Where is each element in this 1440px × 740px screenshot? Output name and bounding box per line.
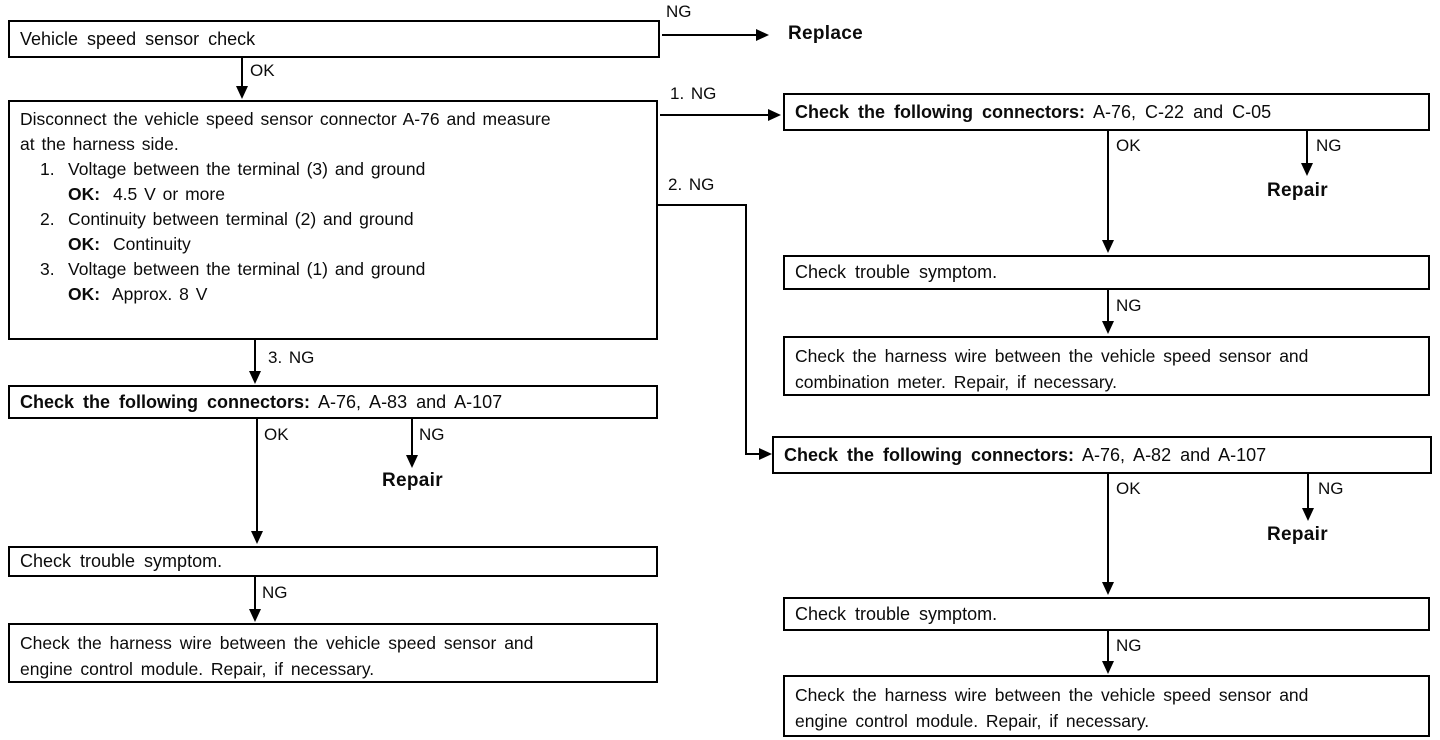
arrowhead-down-icon xyxy=(249,609,261,622)
label-ng: NG xyxy=(262,583,288,602)
label-3-ng: 3. NG xyxy=(268,348,315,367)
label-ng: NG xyxy=(1116,636,1142,655)
connector-line xyxy=(1107,131,1109,242)
connector-line xyxy=(1107,631,1109,663)
measure-item-3: 3. Voltage between the terminal (1) and … xyxy=(40,259,426,279)
node-check-trouble-symptom-left: Check trouble symptom. xyxy=(8,546,658,577)
connector-line xyxy=(658,204,747,206)
arrowhead-down-icon xyxy=(1102,321,1114,334)
connector-line xyxy=(660,114,768,116)
label-ok: OK xyxy=(250,61,275,80)
connector-line xyxy=(254,577,256,611)
connector-line xyxy=(1307,474,1309,510)
node-check-connectors-a83: Check the following connectors: A-76, A-… xyxy=(8,385,658,419)
label-1-ng: 1. NG xyxy=(670,84,717,103)
label-ok: OK xyxy=(264,425,289,444)
arrowhead-down-icon xyxy=(236,86,248,99)
connector-line xyxy=(241,58,243,88)
node-check-trouble-symptom-right2: Check trouble symptom. xyxy=(783,597,1430,631)
arrowhead-down-icon xyxy=(1102,582,1114,595)
label-ng: NG xyxy=(419,425,445,444)
node-check-harness-ecm-right: Check the harness wire between the vehic… xyxy=(783,675,1430,737)
measure-item-2: 2. Continuity between terminal (2) and g… xyxy=(40,209,414,229)
arrowhead-down-icon xyxy=(1102,661,1114,674)
measure-item-2-ok: OK: Continuity xyxy=(68,234,191,254)
label-ng: NG xyxy=(1116,296,1142,315)
label-ok: OK xyxy=(1116,479,1141,498)
arrowhead-down-icon xyxy=(1301,163,1313,176)
measure-item-1: 1. Voltage between the terminal (3) and … xyxy=(40,159,426,179)
arrowhead-down-icon xyxy=(249,371,261,384)
node-check-connectors-a82: Check the following connectors: A-76, A-… xyxy=(772,436,1432,474)
connector-line xyxy=(1107,290,1109,323)
arrowhead-right-icon xyxy=(756,29,769,41)
label-ok: OK xyxy=(1116,136,1141,155)
arrowhead-right-icon xyxy=(759,448,772,460)
outcome-repair: Repair xyxy=(1267,180,1328,201)
connector-line xyxy=(1306,131,1308,165)
measure-intro-line1: Disconnect the vehicle speed sensor conn… xyxy=(20,109,551,129)
label-ng: NG xyxy=(666,2,692,21)
outcome-repair: Repair xyxy=(1267,524,1328,545)
outcome-replace: Replace xyxy=(788,23,863,44)
arrowhead-down-icon xyxy=(406,455,418,468)
node-measure-harness: Disconnect the vehicle speed sensor conn… xyxy=(8,100,658,340)
node-check-harness-combination-meter: Check the harness wire between the vehic… xyxy=(783,336,1430,396)
connector-line xyxy=(745,453,761,455)
measure-item-3-ok: OK: Approx. 8 V xyxy=(68,284,208,304)
connector-line xyxy=(254,340,256,373)
measure-item-1-ok: OK: 4.5 V or more xyxy=(68,184,225,204)
connector-line xyxy=(745,204,747,455)
measure-intro-line2: at the harness side. xyxy=(20,134,179,154)
node-check-trouble-symptom-right1: Check trouble symptom. xyxy=(783,255,1430,290)
arrowhead-right-icon xyxy=(768,109,781,121)
connector-line xyxy=(1107,474,1109,584)
label-ng: NG xyxy=(1318,479,1344,498)
arrowhead-down-icon xyxy=(251,531,263,544)
arrowhead-down-icon xyxy=(1302,508,1314,521)
connector-line xyxy=(256,419,258,533)
node-check-connectors-c22: Check the following connectors: A-76, C-… xyxy=(783,93,1430,131)
node-vehicle-speed-sensor-check: Vehicle speed sensor check xyxy=(8,20,660,58)
arrowhead-down-icon xyxy=(1102,240,1114,253)
label-ng: NG xyxy=(1316,136,1342,155)
connector-line xyxy=(411,419,413,457)
node-check-harness-ecm-left: Check the harness wire between the vehic… xyxy=(8,623,658,683)
outcome-repair: Repair xyxy=(382,470,443,491)
label-2-ng: 2. NG xyxy=(668,175,715,194)
connector-line xyxy=(662,34,756,36)
node-text: Vehicle speed sensor check xyxy=(20,28,256,49)
